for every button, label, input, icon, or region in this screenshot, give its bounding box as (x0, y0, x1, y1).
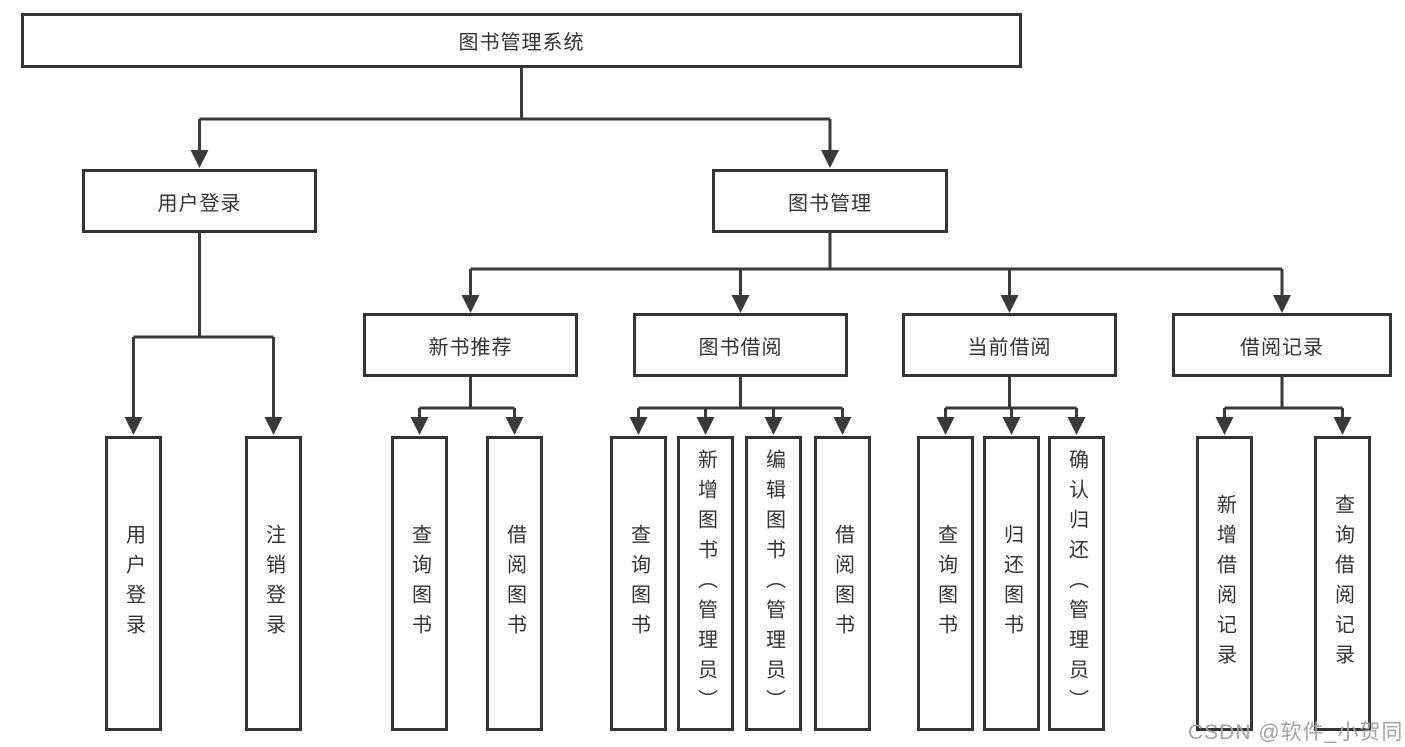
leaf-query-books-recommend: 查询图书 (391, 436, 448, 731)
node-book-management: 图书管理 (712, 169, 948, 233)
connector-book-mgmt-to-level3 (469, 233, 1284, 296)
leaf-add-borrow-record: 新增借阅记录 (1196, 436, 1253, 731)
connector-new-book-to-leaves (418, 377, 516, 419)
leaf-edit-book-admin: 编辑图书（管理员） (745, 436, 802, 731)
connector-user-login-to-leaves (132, 233, 275, 419)
connector-book-borrow-to-leaves (637, 377, 844, 419)
node-borrow-records: 借阅记录 (1172, 313, 1392, 377)
leaf-confirm-return-admin: 确认归还（管理员） (1048, 436, 1105, 731)
leaf-query-books-current: 查询图书 (917, 436, 974, 731)
connector-borrow-records-to-leaves (1223, 377, 1344, 419)
leaf-logout: 注销登录 (245, 436, 302, 731)
leaf-borrow-books-recommend: 借阅图书 (486, 436, 543, 731)
connector-current-borrow-to-leaves (944, 377, 1078, 419)
node-new-book-recommend: 新书推荐 (363, 313, 578, 377)
leaf-query-borrow-record: 查询借阅记录 (1314, 436, 1371, 731)
leaf-borrow-books: 借阅图书 (814, 436, 871, 731)
leaf-user-login: 用户登录 (105, 436, 162, 731)
node-root: 图书管理系统 (21, 13, 1022, 68)
leaf-add-book-admin: 新增图书（管理员） (677, 436, 734, 731)
node-current-borrow: 当前借阅 (902, 313, 1117, 377)
leaf-return-book: 归还图书 (983, 436, 1040, 731)
node-user-login: 用户登录 (82, 169, 317, 233)
leaf-query-books-borrow: 查询图书 (610, 436, 667, 731)
connector-root-to-level2 (198, 68, 832, 151)
node-book-borrow: 图书借阅 (633, 313, 848, 377)
watermark: CSDN @软件_小贺同学 (1188, 721, 1405, 744)
